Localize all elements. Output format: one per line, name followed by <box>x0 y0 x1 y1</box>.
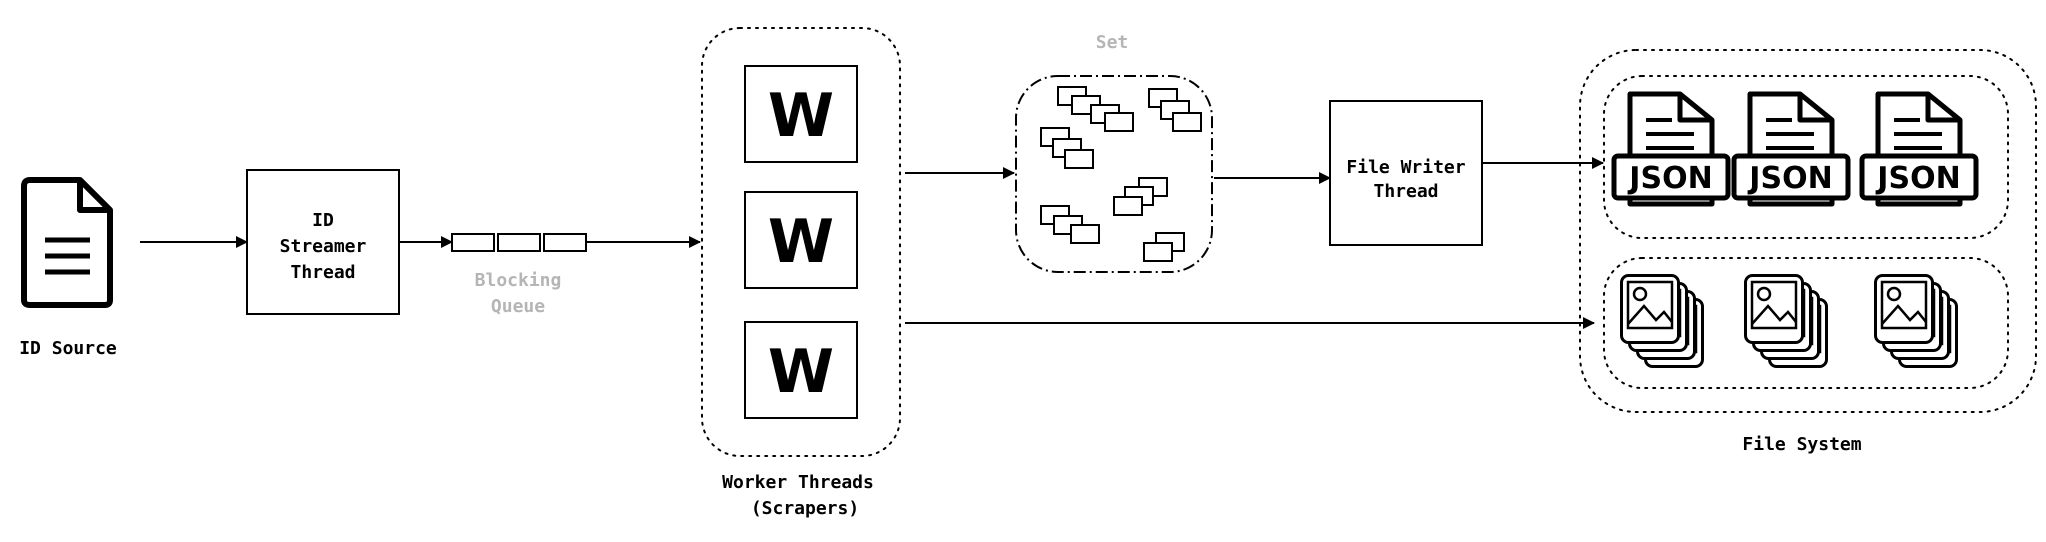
image-stack-icon <box>1620 274 1704 368</box>
json-file-1-label: JSON <box>1627 161 1712 196</box>
file-system: JSON JSON JSON <box>1579 49 2037 455</box>
file-writer-line2: Thread <box>1373 181 1438 202</box>
id-streamer-line3: Thread <box>290 262 355 283</box>
json-group-border <box>1603 75 2009 239</box>
id-streamer-thread: ID Streamer Thread <box>246 169 400 315</box>
worker-1: W <box>744 65 858 163</box>
queue-slot <box>451 233 495 252</box>
blocking-queue: Blocking Queue <box>451 233 587 317</box>
worker-3-letter: W <box>768 337 834 407</box>
set-cluster-3 <box>1040 127 1094 169</box>
id-source-label: ID Source <box>19 338 117 359</box>
json-file-2-label: JSON <box>1747 161 1832 196</box>
worker-2-letter: W <box>768 207 834 277</box>
blocking-queue-line1: Blocking <box>475 270 562 291</box>
json-file-2: JSON <box>1731 91 1851 207</box>
worker-3: W <box>744 321 858 419</box>
image-stack-icon <box>1874 274 1958 368</box>
set: Set <box>1015 32 1213 273</box>
set-cluster-1 <box>1057 86 1134 132</box>
queue-slot <box>497 233 541 252</box>
document-icon <box>21 177 113 308</box>
set-cluster-5 <box>1040 205 1100 244</box>
set-label: Set <box>1096 32 1129 53</box>
worker-threads: W W W Worker Threads (Scrapers) <box>701 27 901 519</box>
worker-2: W <box>744 191 858 289</box>
worker-threads-line2: (Scrapers) <box>751 498 859 519</box>
file-writer-line1: File Writer <box>1346 157 1465 178</box>
id-source: ID Source <box>19 177 117 359</box>
set-cluster-4 <box>1113 177 1168 216</box>
worker-threads-line1: Worker Threads <box>722 472 874 493</box>
json-file-1: JSON <box>1611 91 1731 207</box>
file-writer-thread: File Writer Thread <box>1329 100 1483 246</box>
queue-slot <box>543 233 587 252</box>
id-streamer-line2: Streamer <box>280 236 367 257</box>
id-streamer-line1: ID <box>312 210 334 231</box>
set-cluster-6 <box>1143 232 1185 262</box>
blocking-queue-line2: Queue <box>491 296 545 317</box>
set-cluster-2 <box>1148 88 1202 132</box>
set-border <box>1015 75 1213 273</box>
json-file-3-label: JSON <box>1875 161 1960 196</box>
worker-1-letter: W <box>768 81 834 151</box>
json-file-3: JSON <box>1859 91 1979 207</box>
image-group-border <box>1603 257 2009 389</box>
file-system-label: File System <box>1742 434 1861 455</box>
image-stack-icon <box>1744 274 1828 368</box>
